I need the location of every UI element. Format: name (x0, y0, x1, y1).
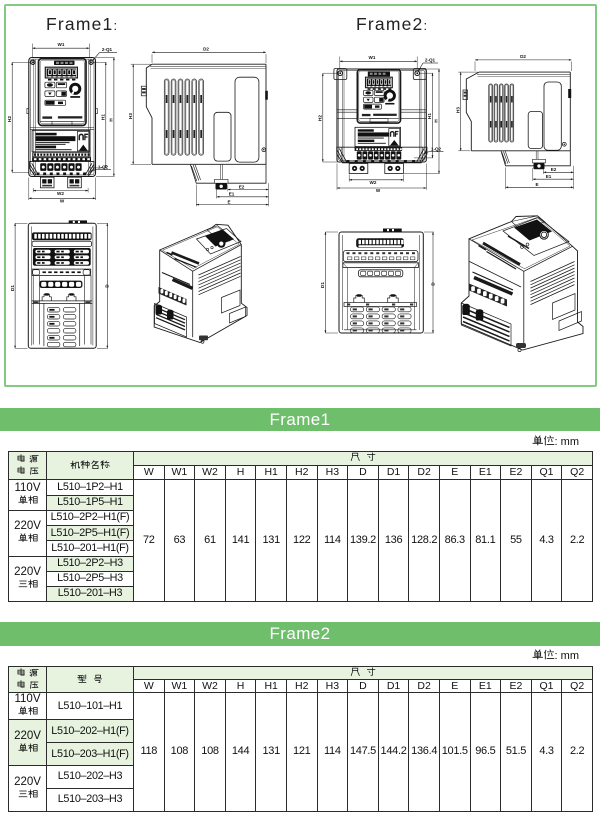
svg-text:D: D (105, 284, 110, 288)
svg-text:D1: D1 (10, 285, 15, 291)
svg-text:W2: W2 (57, 191, 64, 196)
svg-text:D1: D1 (320, 282, 325, 288)
svg-text:E2: E2 (239, 184, 245, 189)
svg-text:E1: E1 (546, 174, 552, 179)
svg-text:E: E (535, 182, 538, 187)
svg-text:H1: H1 (427, 113, 432, 119)
svg-text:H3: H3 (455, 107, 460, 113)
svg-text:1-Q2: 1-Q2 (98, 164, 109, 169)
svg-text:W1: W1 (58, 42, 65, 47)
svg-text:2-Q1: 2-Q1 (425, 58, 436, 63)
svg-text:E: E (227, 200, 230, 205)
svg-text:H: H (109, 118, 114, 122)
svg-text:W1: W1 (369, 55, 376, 60)
svg-text:H3: H3 (128, 113, 133, 119)
svg-text:1-Q2: 1-Q2 (431, 146, 442, 151)
svg-text:H: H (434, 119, 439, 123)
svg-text:H2: H2 (7, 116, 12, 122)
svg-text:W2: W2 (370, 180, 377, 185)
svg-text:2-Q1: 2-Q1 (102, 47, 113, 52)
svg-text:W: W (376, 188, 381, 193)
svg-text:D2: D2 (203, 47, 209, 52)
svg-text:W: W (60, 199, 65, 204)
svg-text:H2: H2 (318, 115, 323, 121)
svg-text:D: D (430, 282, 435, 286)
svg-text:D2: D2 (520, 54, 526, 59)
svg-text:E1: E1 (229, 192, 235, 197)
svg-text:E2: E2 (551, 167, 557, 172)
svg-text:H1: H1 (101, 114, 106, 120)
